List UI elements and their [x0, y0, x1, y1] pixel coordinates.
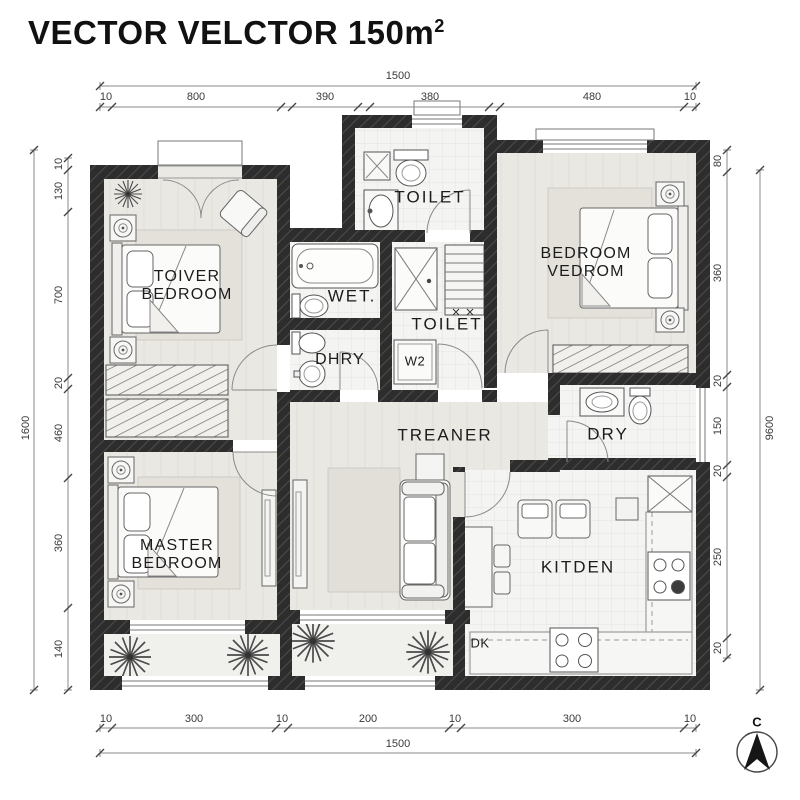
- dim-top-seg-3: 380: [420, 91, 440, 103]
- stairs: [444, 244, 485, 316]
- lamp-icon: [113, 218, 133, 238]
- wardrobe-toiver: [105, 364, 229, 438]
- sofa: [399, 479, 451, 601]
- dim-left-seg-6: 140: [53, 639, 65, 659]
- dim-top-total: 1500: [385, 70, 411, 82]
- dim-left-seg-2: 700: [53, 285, 65, 305]
- plant-icon: [108, 635, 152, 679]
- page-title: VECTOR VELCTOR 150m2: [28, 14, 445, 52]
- dhry-fixtures: [291, 331, 326, 388]
- room-label-dk: DK: [470, 635, 490, 651]
- armchair-toiver: [219, 189, 268, 238]
- dim-top-seg-2: 390: [315, 91, 335, 103]
- dim-bottom-seg-0: 10: [99, 713, 113, 725]
- windows: [122, 100, 710, 690]
- hall-cabinet: [292, 479, 308, 589]
- dim-right-seg-6: 20: [712, 641, 724, 655]
- stove-bottom: [549, 627, 599, 673]
- room-label-bedroom-vedrom: BEDROOM VEDROM: [540, 245, 632, 280]
- dim-left-seg-4: 460: [53, 423, 65, 443]
- kitchen-sink-box: [647, 475, 693, 513]
- lamp-icon: [660, 310, 680, 330]
- room-label-toilet-top: TOILET: [394, 187, 466, 207]
- dim-bottom-seg-2: 10: [275, 713, 289, 725]
- walls: [90, 115, 710, 690]
- dim-right-total: 9600: [764, 415, 776, 441]
- room-label-dry: DRY: [587, 424, 629, 444]
- plant-icon: [113, 179, 143, 209]
- plant-icon: [226, 633, 270, 677]
- plant-icon: [405, 629, 451, 675]
- dimension-ticks: [29, 81, 765, 758]
- room-label-toilet-mid: TOILET: [411, 314, 483, 334]
- dim-top-seg-1: 800: [186, 91, 206, 103]
- dim-bottom-seg-1: 300: [184, 713, 204, 725]
- w2-appliance: [393, 339, 437, 385]
- room-label-toiver-bedroom: TOIVER BEDROOM: [141, 268, 233, 303]
- dry-fixtures: [579, 387, 652, 425]
- lamp-icon: [111, 584, 131, 604]
- dim-bottom-seg-4: 10: [448, 713, 462, 725]
- stove-right: [647, 551, 691, 601]
- dim-top-seg-5: 10: [683, 91, 697, 103]
- compass-label: C: [752, 714, 762, 730]
- dim-left-seg-1: 130: [53, 181, 65, 201]
- kitchen-seats: [517, 497, 639, 539]
- dim-bottom-total: 1500: [385, 738, 411, 750]
- dim-right-seg-4: 20: [712, 464, 724, 478]
- dim-top-seg-4: 480: [582, 91, 602, 103]
- bathtub: [291, 243, 379, 289]
- title-superscript: 2: [434, 16, 445, 36]
- appliance-label-w2: W2: [404, 353, 426, 369]
- wardrobe-vedrom: [552, 344, 689, 374]
- lamp-icon: [111, 460, 131, 480]
- bed-toiver: [111, 242, 221, 336]
- room-label-master-bedroom: MASTER BEDROOM: [131, 537, 223, 572]
- room-label-dhry: DHRY: [315, 351, 365, 369]
- title-text: VECTOR VELCTOR 150m: [28, 14, 435, 51]
- shower-box: [394, 247, 438, 311]
- dim-bottom-seg-5: 300: [562, 713, 582, 725]
- bed-vedrom: [579, 205, 689, 311]
- dim-top-seg-0: 10: [99, 91, 113, 103]
- toilet-wet: [291, 293, 329, 319]
- door-arcs: [162, 179, 609, 518]
- dim-right-seg-2: 20: [712, 374, 724, 388]
- room-label-wet: WET.: [327, 286, 377, 306]
- dim-right-seg-3: 150: [712, 416, 724, 436]
- bed-master: [107, 484, 219, 580]
- dim-bottom-seg-6: 10: [683, 713, 697, 725]
- dim-right-seg-0: 80: [712, 154, 724, 168]
- lamp-icon: [113, 340, 133, 360]
- dim-left-total: 1600: [20, 415, 32, 441]
- dim-left-seg-5: 360: [53, 533, 65, 553]
- room-label-treaner: TREANER: [397, 425, 493, 445]
- dim-right-seg-5: 250: [712, 547, 724, 567]
- dining-table: [461, 526, 511, 608]
- dim-left-seg-3: 20: [53, 376, 65, 390]
- dim-right-seg-1: 360: [712, 263, 724, 283]
- toilet-top-fixtures: [363, 149, 429, 233]
- side-table: [415, 453, 445, 481]
- dim-left-seg-0: 10: [53, 157, 65, 171]
- room-label-kitden: KITDEN: [540, 557, 616, 577]
- lamp-icon: [660, 184, 680, 204]
- compass-icon: [736, 731, 778, 773]
- plant-icon: [290, 618, 336, 664]
- dim-bottom-seg-3: 200: [358, 713, 378, 725]
- tv-console-master: [261, 489, 277, 587]
